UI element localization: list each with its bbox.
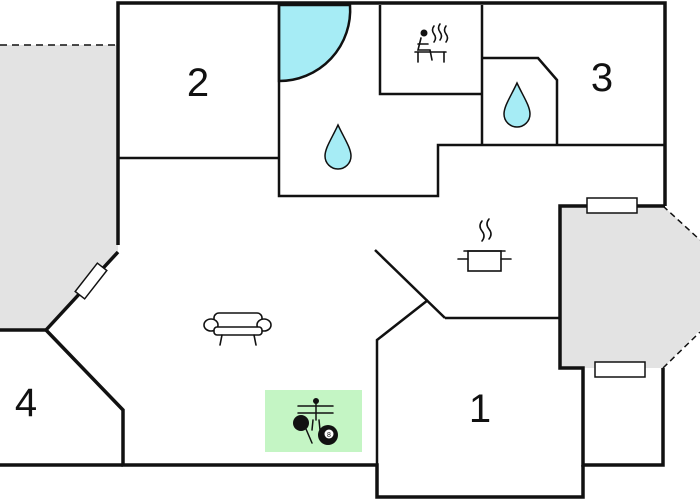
cooking-pot-icon <box>457 218 512 272</box>
shower-area <box>277 3 352 83</box>
room-1-label: 1 <box>469 387 491 431</box>
room-3-label: 3 <box>591 56 613 100</box>
room-2-label: 2 <box>187 61 209 105</box>
sofa-icon <box>203 312 272 346</box>
window-right-top <box>586 197 638 214</box>
water-drop-icon <box>324 123 352 170</box>
interior-walls <box>118 5 665 465</box>
window-right-bottom <box>594 361 646 378</box>
game-room-icon: 8 <box>293 398 338 445</box>
svg-text:8: 8 <box>327 432 331 439</box>
window-left <box>74 262 108 300</box>
right-bay-terrace <box>560 206 700 368</box>
right-bay-dashed-edge-lower <box>662 331 700 369</box>
right-bay-dashed-edge <box>662 205 700 241</box>
sauna-icon <box>414 23 449 63</box>
left-terrace <box>0 45 118 330</box>
water-drop-icon <box>503 81 531 128</box>
room-4-label: 4 <box>15 381 37 425</box>
